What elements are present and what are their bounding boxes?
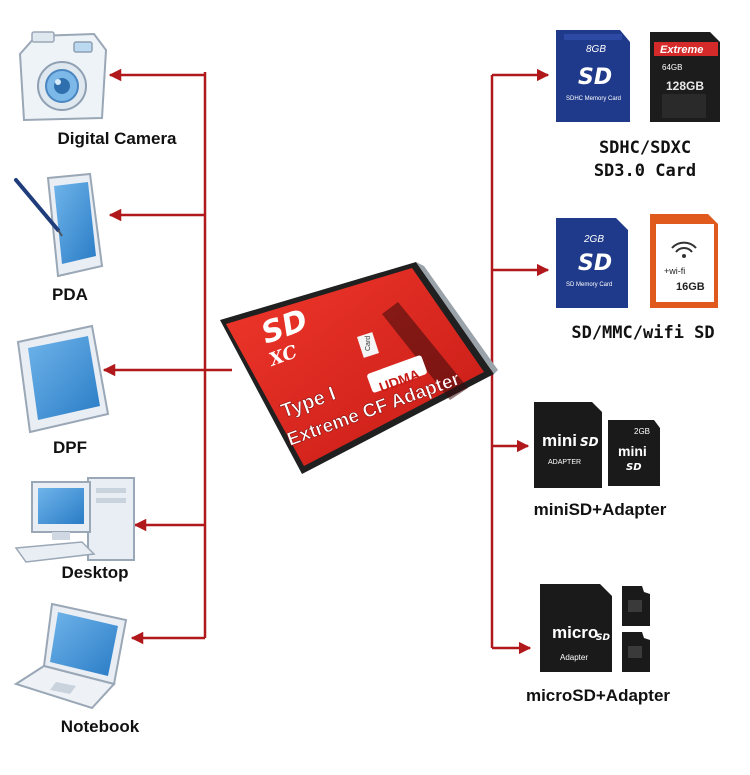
minisd-adapter-sd: SD [580, 435, 599, 449]
digital-camera-icon [18, 31, 108, 122]
desktop-icon [14, 477, 135, 563]
extreme-card-capacity: 128GB [666, 79, 704, 93]
microsd-adapter-image: micro SD Adapter [540, 584, 612, 672]
wifi-sd-card-image: +wi-fi 16GB [650, 214, 718, 308]
label-desktop: Desktop [61, 563, 129, 582]
microsd-card-top-image [622, 586, 650, 626]
label-sdhc-line2: SD3.0 Card [593, 161, 697, 181]
sd-card-logo: SD [578, 251, 612, 276]
sdhc-card-logo: SD [578, 65, 612, 90]
notebook-icon [13, 602, 128, 710]
microsd-adapter-logo: micro [552, 623, 598, 642]
sd-card-subtitle: SD Memory Card [566, 282, 612, 288]
minisd-adapter-text: ADAPTER [548, 459, 581, 466]
wifi-sd-card-text: +wi-fi [664, 266, 685, 276]
pda-icon [14, 172, 104, 278]
label-minisd-adapter: miniSD+Adapter [533, 500, 667, 519]
label-dpf: DPF [53, 438, 87, 457]
minisd-adapter-image: mini SD ADAPTER [534, 402, 602, 488]
extreme-card-image: Extreme 64GB 128GB [650, 32, 720, 122]
cf-adapter-image: SD XC Card UDMA Type I Extreme CF Adapte… [220, 262, 498, 474]
label-microsd-adapter: microSD+Adapter [525, 686, 671, 705]
sd-card-capacity: 2GB [583, 234, 604, 245]
label-digital-camera: Digital Camera [57, 129, 177, 148]
extreme-card-brand: Extreme [660, 44, 703, 56]
minisd-card-capacity: 2GB [634, 427, 650, 436]
sdhc-card-capacity: 8GB [586, 44, 606, 55]
dpf-icon [16, 324, 110, 434]
adapter-slot-text: Card [365, 336, 372, 351]
minisd-card-sd: SD [626, 462, 642, 473]
microsd-card-bottom-image [622, 632, 650, 672]
label-sd-mmc-wifi: SD/MMC/wifi SD [571, 323, 715, 343]
sdhc-card-image: 8GB SD SDHC Memory Card [556, 30, 630, 122]
minisd-card-image: 2GB mini SD [608, 420, 660, 486]
label-sdhc-line1: SDHC/SDXC [598, 138, 692, 158]
microsd-adapter-sd: SD [596, 633, 610, 643]
minisd-adapter-logo: mini [542, 431, 577, 450]
label-notebook: Notebook [60, 717, 140, 736]
sd-card-image: 2GB SD SD Memory Card [556, 218, 628, 308]
label-pda: PDA [52, 285, 88, 304]
wifi-sd-card-capacity: 16GB [676, 281, 705, 293]
minisd-card-logo: mini [618, 443, 647, 459]
sdhc-card-subtitle: SDHC Memory Card [566, 96, 621, 102]
extreme-card-small: 64GB [662, 63, 682, 72]
microsd-adapter-text: Adapter [560, 653, 588, 662]
left-connectors [102, 68, 232, 645]
